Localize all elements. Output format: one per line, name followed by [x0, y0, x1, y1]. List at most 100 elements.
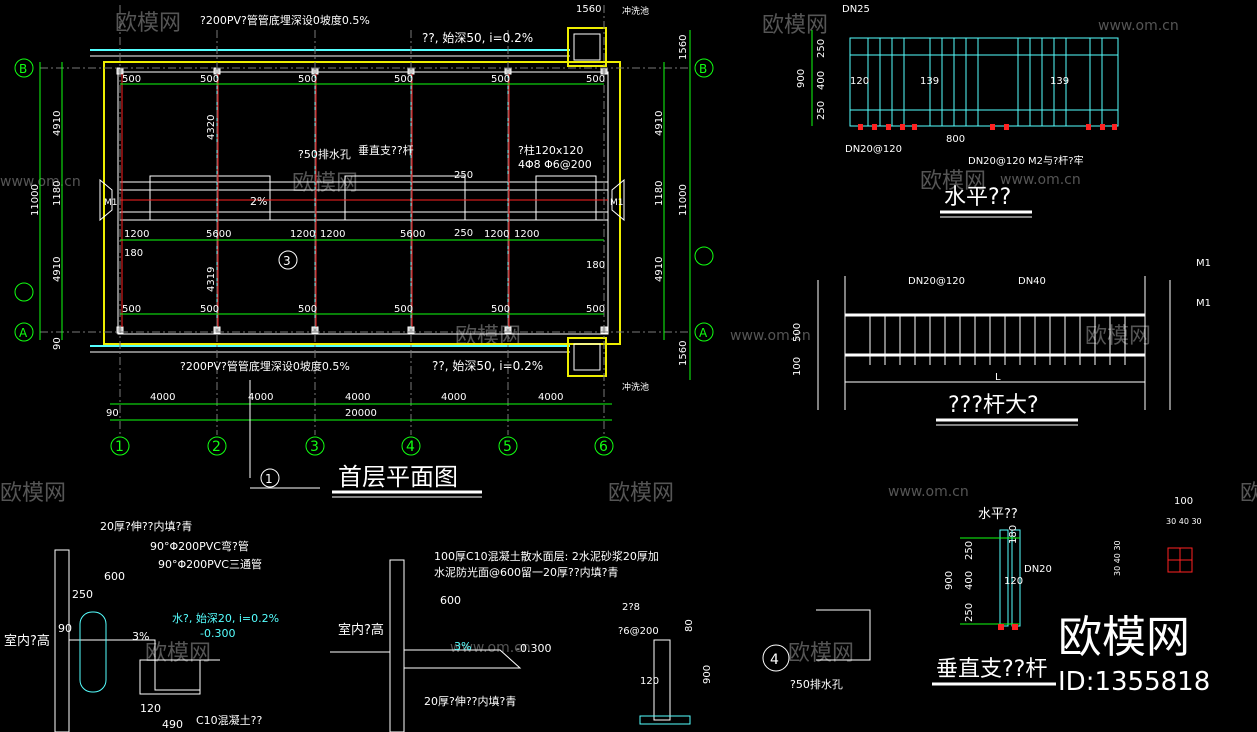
dim-500: 500: [491, 304, 510, 315]
dim-span: 4000: [248, 392, 273, 403]
dn20-label: DN20: [1024, 564, 1052, 575]
column-label: ?柱120x120: [518, 143, 583, 157]
gutter-note-bottom: ??, 始深50, i=0.2%: [432, 359, 543, 373]
pipe-note-top: ?200PV?管管底埋深设0坡度0.5%: [200, 13, 370, 27]
detail-middle: 100厚C10混凝土散水面层: 2水泥砂浆20厚加 水泥防光面@600留一20厚…: [330, 549, 659, 732]
elevation-value: -0.300: [516, 642, 551, 655]
dim-4320: 4320: [206, 115, 217, 140]
dim-11000: 11000: [678, 184, 689, 216]
bench-section: [653, 639, 671, 721]
bench-outline: [344, 175, 466, 221]
watermark-brand: 欧模网: [1240, 481, 1257, 506]
dim-500: 500: [586, 304, 605, 315]
dim-100: 100: [792, 357, 803, 376]
inner-wall: [117, 71, 609, 335]
door-label: M1: [610, 198, 624, 208]
dim-4319: 4319: [206, 267, 217, 292]
dim-490: 490: [162, 718, 183, 731]
pvc-pipe: [79, 611, 107, 693]
dim-500: 500: [122, 74, 141, 85]
dim-500: 500: [200, 74, 219, 85]
dim-4910: 4910: [52, 257, 63, 282]
section-mark-3: 3: [283, 254, 291, 268]
dim-400: 400: [816, 71, 827, 90]
railing-detail: DN20@120 DN40 M1 M1 500 100 L ???杆大?: [792, 258, 1211, 426]
dim-1200: 1200: [320, 229, 345, 240]
dim-900: 900: [796, 69, 807, 88]
dim-500: 500: [394, 304, 413, 315]
dim-100: 100: [1174, 496, 1193, 507]
watermark-brand: 欧模网: [0, 481, 66, 506]
dim-span: 4000: [345, 392, 370, 403]
watermark-brand: 欧模网: [788, 641, 854, 666]
watermark-brand: 欧模网: [292, 171, 358, 196]
door-m1: [99, 178, 113, 222]
axis-5: 5: [503, 439, 512, 455]
axis-3: 3: [310, 439, 319, 455]
dim-139: 139: [1050, 76, 1069, 87]
dim-5600: 5600: [400, 229, 425, 240]
axis-2: 2: [212, 439, 221, 455]
dim-edge: 90: [106, 408, 119, 419]
dimension-lines: [39, 30, 691, 421]
dim-139: 139: [920, 76, 939, 87]
axis-1: 1: [115, 439, 124, 455]
slope-label: 3%: [454, 640, 471, 653]
dim-500: 500: [122, 304, 141, 315]
wash-pit: [567, 337, 607, 377]
slope-label: 3%: [132, 630, 149, 643]
dim-span: 4000: [441, 392, 466, 403]
note-tee: 90°Φ200PVC三通管: [158, 557, 262, 571]
brand-id: ID:1355818: [1058, 667, 1210, 697]
dn25-label: DN25: [842, 4, 870, 15]
watermark-url: www.om.cn: [450, 640, 531, 656]
gutter-note: 水?, 始深20, i=0.2%: [172, 611, 279, 625]
main-title: 首层平面图: [338, 463, 458, 491]
dim-1180: 1180: [52, 181, 63, 206]
dim-4910: 4910: [654, 111, 665, 136]
dim-500: 500: [491, 74, 510, 85]
wash-pit-inner: [573, 33, 601, 61]
dim-900: 900: [944, 571, 955, 590]
dim-11000: 11000: [30, 184, 41, 216]
dim-90: 90: [58, 622, 72, 635]
concrete-note: C10混凝土??: [196, 713, 263, 727]
watermark-brand: 欧模网: [608, 481, 674, 506]
dim-600: 600: [440, 594, 461, 607]
watermark-brand: 欧模网: [920, 169, 986, 194]
watermark-brand: 欧模网: [762, 13, 828, 38]
dim-1200: 1200: [514, 229, 539, 240]
watermark-url: www.om.cn: [888, 484, 969, 500]
dim-4910: 4910: [654, 257, 665, 282]
axis-a: A: [19, 326, 28, 340]
brand-watermark: 欧模网 ID:1355818: [1058, 612, 1210, 697]
dim-120: 120: [850, 76, 869, 87]
apron-note-2: 水泥防光面@600留一20厚??内填?青: [434, 565, 619, 579]
dim-500: 500: [394, 74, 413, 85]
dim-1560: 1560: [576, 4, 601, 15]
dim-900: 900: [702, 665, 713, 684]
section-mark-1: 1: [265, 472, 273, 486]
dim-180: 180: [1008, 525, 1019, 544]
dim-120: 120: [140, 702, 161, 715]
dim-250: 250: [454, 228, 473, 239]
bench-outline: [535, 175, 597, 221]
dim-250: 250: [964, 541, 975, 560]
detail-left: 20厚?伸??内填?青 90°Φ200PVC弯?管 90°Φ200PVC三通管 …: [4, 519, 279, 732]
dim-120: 120: [1004, 576, 1023, 587]
watermark-brand: 欧模网: [1085, 324, 1151, 349]
dim-1180: 1180: [654, 181, 665, 206]
drain-hole-label: ?50排水孔: [790, 677, 843, 691]
elevation-title: 水平??: [944, 185, 1011, 210]
wash-pit-inner: [573, 343, 601, 371]
dn40-label: DN40: [1018, 276, 1046, 287]
detail-mark: [762, 644, 790, 672]
axis-4: 4: [406, 439, 415, 455]
length-label: L: [995, 372, 1001, 383]
dim-1560: 1560: [678, 35, 689, 60]
connection-note: M2与?杆?牢: [1028, 154, 1084, 167]
wash-pit-label: 冲洗池: [622, 5, 649, 17]
center-beam: [119, 211, 609, 221]
center-beam: [119, 181, 609, 191]
